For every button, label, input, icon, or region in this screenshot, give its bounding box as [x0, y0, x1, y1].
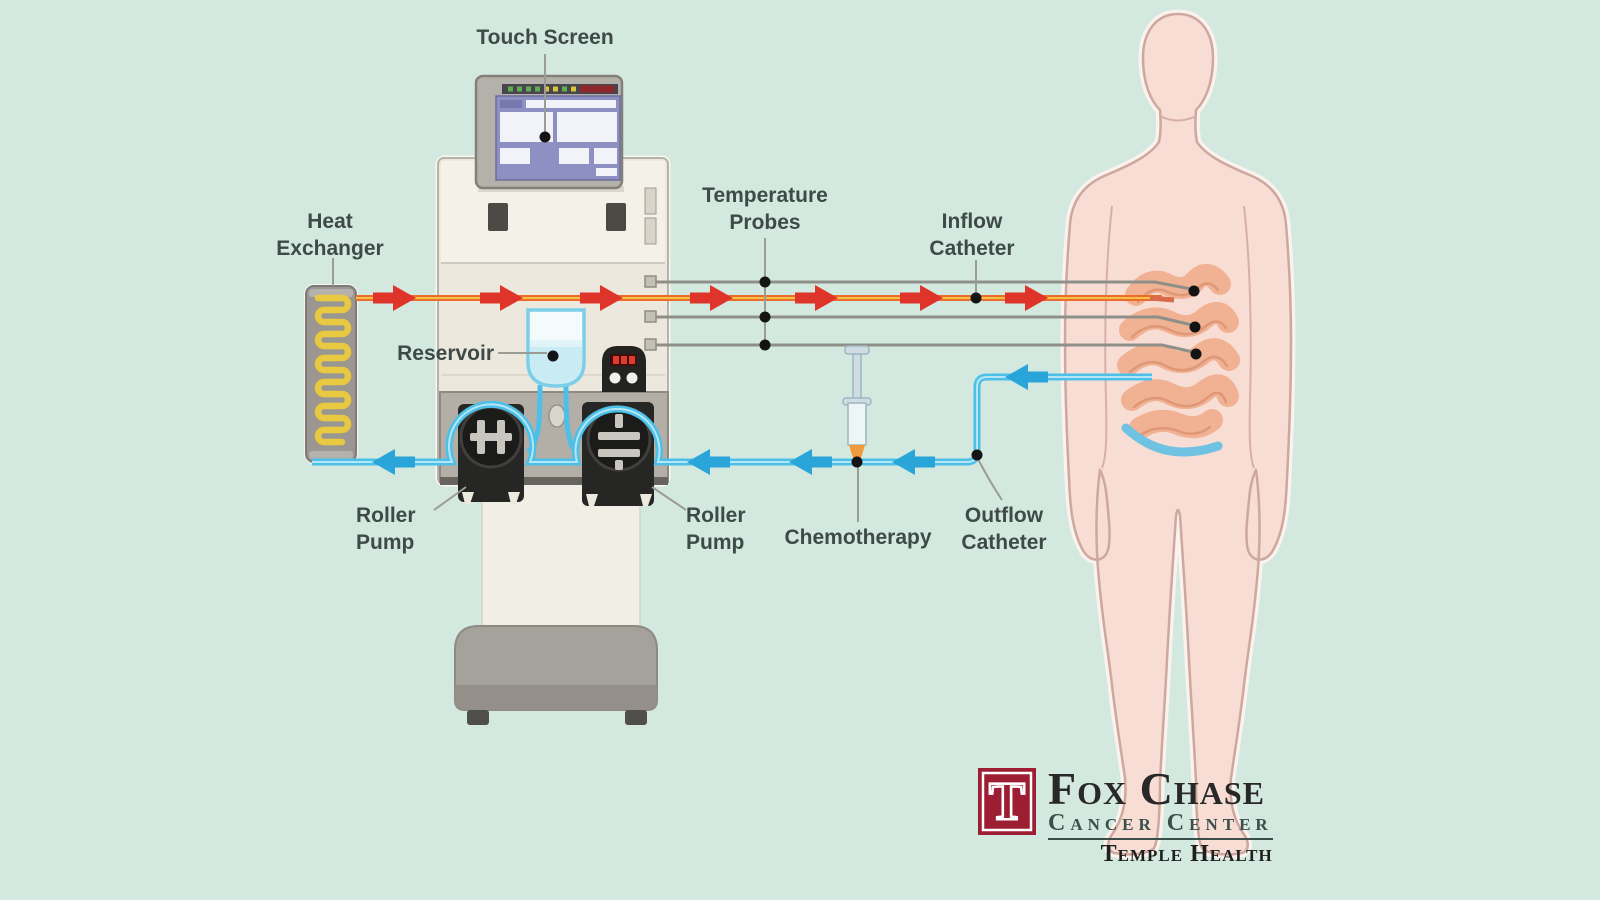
fluid-surface	[530, 340, 582, 347]
label-line: Exchanger	[276, 237, 384, 260]
heat-exchanger-unit	[304, 284, 358, 464]
indicator-strip	[502, 84, 618, 94]
roller-pump-left-unit	[458, 404, 524, 504]
roller-pump-right-unit	[582, 402, 654, 506]
heat-coil	[314, 294, 352, 446]
syringe-tip	[849, 445, 865, 458]
label-chemotherapy: Chemotherapy	[784, 526, 932, 549]
probe-connectors	[644, 275, 657, 351]
logo-name: Fox Chase	[1048, 763, 1265, 814]
pump-panel-edge	[440, 477, 668, 485]
label-temperature-probes: Temperature Probes	[702, 182, 828, 236]
label-roller-pump-right: Roller Pump	[686, 502, 746, 556]
side-vent-top	[644, 187, 657, 215]
fox-chase-logo: T Fox Chase Cancer Center Temple Health	[978, 763, 1273, 868]
panel-port	[548, 404, 566, 428]
base-lower	[455, 685, 657, 710]
front-slot-left	[488, 203, 508, 231]
label-reservoir: Reservoir	[397, 342, 494, 365]
pedestal	[481, 483, 641, 628]
label-line: Catheter	[961, 531, 1047, 554]
label-roller-pump-left: Roller Pump	[356, 502, 416, 556]
logo-parent: Temple Health	[1100, 841, 1273, 867]
intestine-fluid-shadow	[1121, 423, 1223, 457]
touch-screen-monitor[interactable]	[474, 74, 624, 190]
side-vent-bottom	[644, 217, 657, 245]
temperature-display	[602, 346, 646, 392]
intestines	[1117, 263, 1240, 457]
label-inflow-catheter: Inflow Catheter	[929, 208, 1014, 262]
label-line: Outflow	[964, 504, 1044, 527]
label-line: Roller	[356, 504, 416, 527]
label-line: Inflow	[941, 210, 1003, 233]
reservoir-unit	[526, 308, 586, 457]
label-line: Pump	[686, 531, 745, 554]
label-marker-dots	[539, 131, 1202, 468]
screen-ui	[500, 100, 617, 176]
perfusion-machine	[435, 74, 671, 725]
temperature-probe-lines	[652, 280, 1194, 354]
indicator-lights	[508, 85, 614, 93]
label-line: Roller	[686, 504, 746, 527]
syringe-barrel	[847, 402, 867, 446]
label-line: Catheter	[929, 237, 1015, 260]
label-line: Probes	[729, 211, 801, 234]
reservoir-fluid	[530, 340, 582, 384]
front-slot-right	[606, 203, 626, 231]
temple-t-letter: T	[989, 771, 1025, 831]
machine-foot-right	[625, 710, 647, 725]
machine-foot-left	[467, 710, 489, 725]
label-line: Heat	[307, 210, 353, 233]
temple-t-mark: T	[978, 768, 1036, 835]
label-pointer-lines	[332, 54, 1003, 522]
logo-division: Cancer Center	[1048, 810, 1273, 840]
label-touch-screen: Touch Screen	[476, 26, 614, 49]
label-outflow-catheter: Outflow Catheter	[961, 502, 1046, 556]
label-heat-exchanger: Heat Exchanger	[276, 208, 383, 262]
label-line: Pump	[356, 531, 415, 554]
label-line: Temperature	[702, 184, 828, 207]
